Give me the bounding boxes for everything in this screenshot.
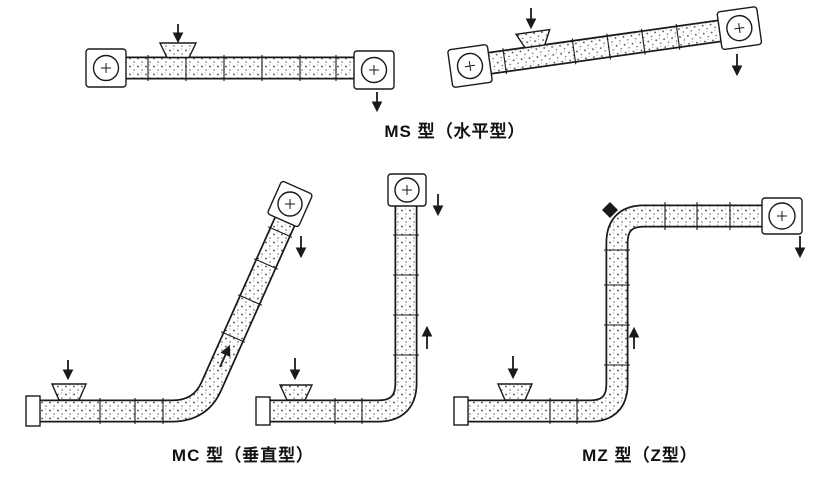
flange-ticks bbox=[147, 55, 337, 81]
ms-horizontal-conveyor bbox=[85, 24, 395, 113]
caption-ms: MS 型（水平型） bbox=[384, 122, 526, 141]
axle-cross-icon bbox=[101, 63, 111, 73]
feed-hopper bbox=[496, 383, 534, 401]
flange-tick bbox=[675, 23, 681, 50]
axle-cross-icon bbox=[734, 23, 745, 34]
flange-tick bbox=[606, 33, 611, 60]
ms-inclined-conveyor bbox=[447, 6, 763, 88]
feed-hopper bbox=[158, 42, 198, 59]
feed-hopper bbox=[514, 28, 551, 49]
feed-hopper bbox=[278, 384, 314, 401]
flange-ticks bbox=[502, 23, 681, 75]
end-cap bbox=[25, 395, 41, 427]
flange-tick bbox=[237, 294, 263, 306]
conveyor-tube-fill bbox=[468, 18, 741, 76]
flange-tick bbox=[640, 28, 646, 55]
flange-tick bbox=[253, 258, 279, 270]
axle-cross-icon bbox=[464, 60, 476, 72]
flange-tick bbox=[571, 38, 577, 65]
corner-tensioner-diamond-icon bbox=[602, 202, 618, 218]
mc-inclined-conveyor bbox=[25, 180, 313, 427]
mz-z-conveyor bbox=[453, 197, 806, 426]
axle-cross-icon bbox=[402, 185, 412, 195]
conveyor-tube-fill bbox=[468, 206, 782, 421]
mc-vertical-conveyor bbox=[255, 173, 444, 426]
feed-hopper bbox=[50, 383, 88, 401]
caption-mc: MC 型（垂直型） bbox=[171, 446, 315, 465]
inclined-body bbox=[447, 6, 763, 88]
caption-mz: MZ 型（Z型） bbox=[582, 446, 698, 465]
end-cap bbox=[453, 396, 469, 426]
axle-cross-icon bbox=[369, 65, 379, 75]
flow-arrow-up-icon bbox=[219, 345, 231, 368]
flange-tick bbox=[267, 226, 293, 238]
end-cap bbox=[255, 396, 271, 426]
axle-cross-icon bbox=[777, 211, 787, 221]
flange-ticks bbox=[549, 202, 731, 424]
conveyor-tube-fill bbox=[40, 206, 299, 421]
flange-ticks bbox=[99, 226, 293, 424]
axle-cross-icon bbox=[285, 199, 295, 209]
flange-tick bbox=[220, 331, 246, 343]
flange-tick bbox=[502, 48, 508, 75]
conveyor-tube-fill bbox=[270, 200, 416, 421]
flange-ticks bbox=[334, 234, 419, 424]
